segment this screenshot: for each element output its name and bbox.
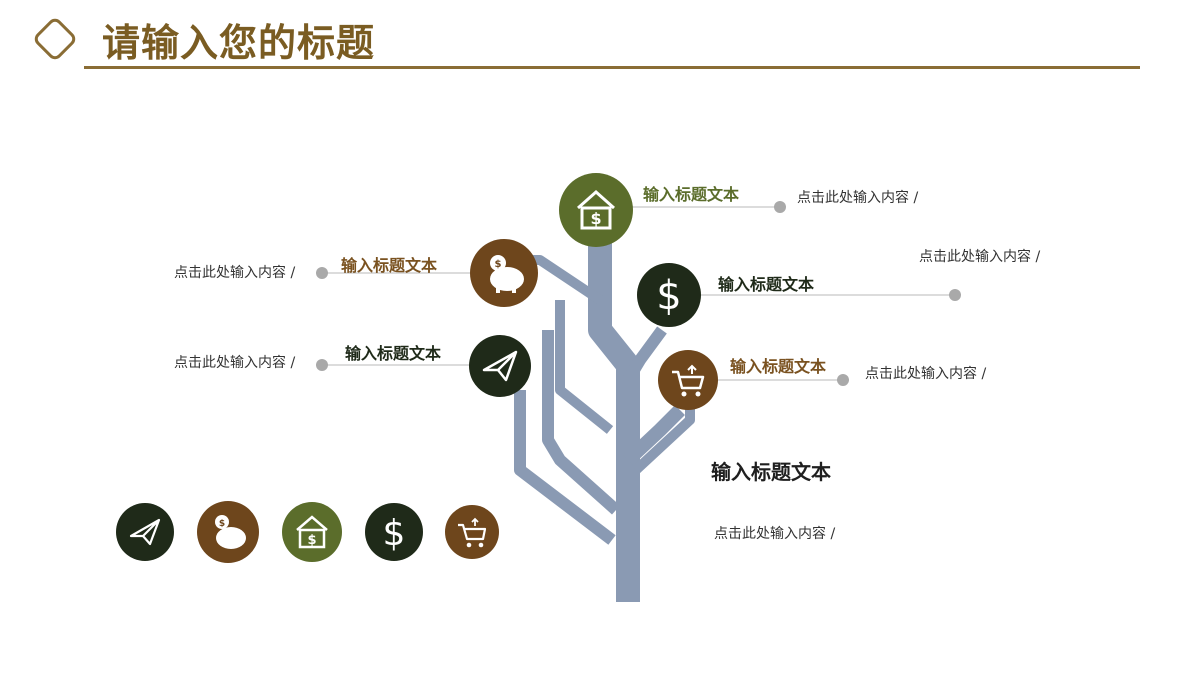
svg-text:$: $ — [495, 259, 502, 270]
callout-desc: 点击此处输入内容 / — [865, 366, 987, 382]
legend-bank-icon: $ — [282, 502, 342, 562]
dollar-icon: $ — [637, 263, 701, 327]
svg-text:$: $ — [307, 533, 316, 548]
paper-plane-icon — [469, 335, 531, 397]
connector-dots — [316, 201, 961, 386]
piggy-bank-icon: $ — [470, 239, 538, 307]
legend-paper-plane-icon — [116, 503, 174, 561]
header-divider — [84, 66, 1140, 69]
svg-text:$: $ — [590, 209, 601, 228]
callout-desc: 点击此处输入内容 / — [174, 355, 296, 371]
svg-text:$: $ — [383, 513, 406, 554]
main-title-text: 输入标题文本 — [711, 460, 831, 484]
callout-title: 输入标题文本 — [718, 275, 815, 294]
callout-title: 输入标题文本 — [730, 357, 827, 376]
bank-icon: $ — [559, 173, 633, 247]
svg-text:$: $ — [656, 273, 681, 319]
legend-shopping-cart-icon — [445, 505, 499, 559]
legend-dollar-icon: $ — [365, 503, 423, 561]
callout-title: 输入标题文本 — [341, 256, 438, 275]
main-desc-text: 点击此处输入内容 / — [714, 526, 836, 542]
callout-title: 输入标题文本 — [643, 185, 740, 204]
shopping-cart-icon — [658, 350, 718, 410]
legend-piggy-bank-icon: $ — [197, 501, 259, 563]
callout-desc: 点击此处输入内容 / — [174, 265, 296, 281]
callout-desc: 点击此处输入内容 / — [797, 190, 919, 206]
svg-text:$: $ — [219, 519, 225, 529]
page-title: 请输入您的标题 — [102, 21, 376, 65]
callout-title: 输入标题文本 — [345, 344, 442, 363]
connector-lines — [322, 206, 955, 381]
diamond-logo-icon — [34, 18, 76, 60]
callout-desc: 点击此处输入内容 / — [919, 249, 1041, 265]
